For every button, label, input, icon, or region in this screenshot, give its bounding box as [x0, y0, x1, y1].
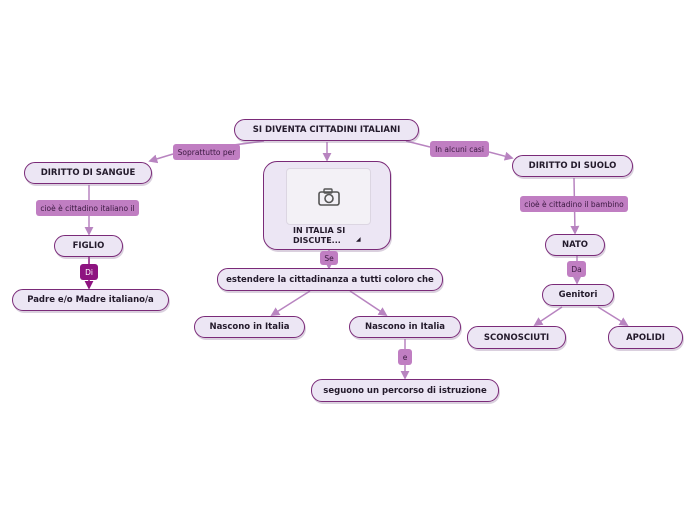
node-diritto-suolo[interactable]: DIRITTO DI SUOLO	[512, 155, 633, 177]
connector-suolo-arrow	[488, 151, 514, 161]
node-diritto-sangue[interactable]: DIRITTO DI SANGUE	[24, 162, 152, 184]
node-sconosciuti[interactable]: SCONOSCIUTI	[467, 326, 566, 349]
image-placeholder	[286, 168, 371, 225]
label-e[interactable]: e	[398, 349, 412, 365]
label-di[interactable]: Di	[80, 264, 98, 280]
connector-estendere-nascono2	[349, 290, 388, 316]
label-soprattutto-per[interactable]: Soprattutto per	[173, 144, 240, 160]
connector-genitori-sconosciuti	[533, 306, 563, 326]
node-nascono-2[interactable]: Nascono in Italia	[349, 316, 461, 338]
node-image-topic[interactable]: IN ITALIA SI DISCUTE... ◢	[263, 161, 391, 250]
label-cioe-italiano[interactable]: cioè è cittadino italiano il	[36, 200, 139, 216]
connector-genitori-apolidi	[597, 306, 629, 326]
node-estendere[interactable]: estendere la cittadinanza a tutti coloro…	[217, 268, 443, 291]
image-topic-title: IN ITALIA SI DISCUTE...	[293, 226, 346, 245]
camera-icon	[317, 187, 340, 206]
node-apolidi[interactable]: APOLIDI	[608, 326, 683, 349]
label-da[interactable]: Da	[567, 261, 586, 277]
connector-sangue-arrow	[148, 153, 174, 164]
node-seguono[interactable]: seguono un percorso di istruzione	[311, 379, 499, 402]
resize-corner-icon[interactable]: ◢	[356, 236, 361, 243]
node-figlio[interactable]: FIGLIO	[54, 235, 123, 257]
label-in-alcuni-casi[interactable]: In alcuni casi	[430, 141, 489, 157]
label-se[interactable]: Se	[320, 251, 338, 265]
node-nascono-1[interactable]: Nascono in Italia	[194, 316, 305, 338]
node-genitori[interactable]: Genitori	[542, 284, 614, 306]
node-nato[interactable]: NATO	[545, 234, 605, 256]
node-root[interactable]: SI DIVENTA CITTADINI ITALIANI	[234, 119, 419, 141]
label-cioe-bambino[interactable]: cioè è cittadino il bambino	[520, 196, 628, 212]
connector-root-suolo	[405, 140, 431, 148]
connector-estendere-nascono1	[270, 290, 311, 316]
node-padre-madre[interactable]: Padre e/o Madre italiano/a	[12, 289, 169, 311]
